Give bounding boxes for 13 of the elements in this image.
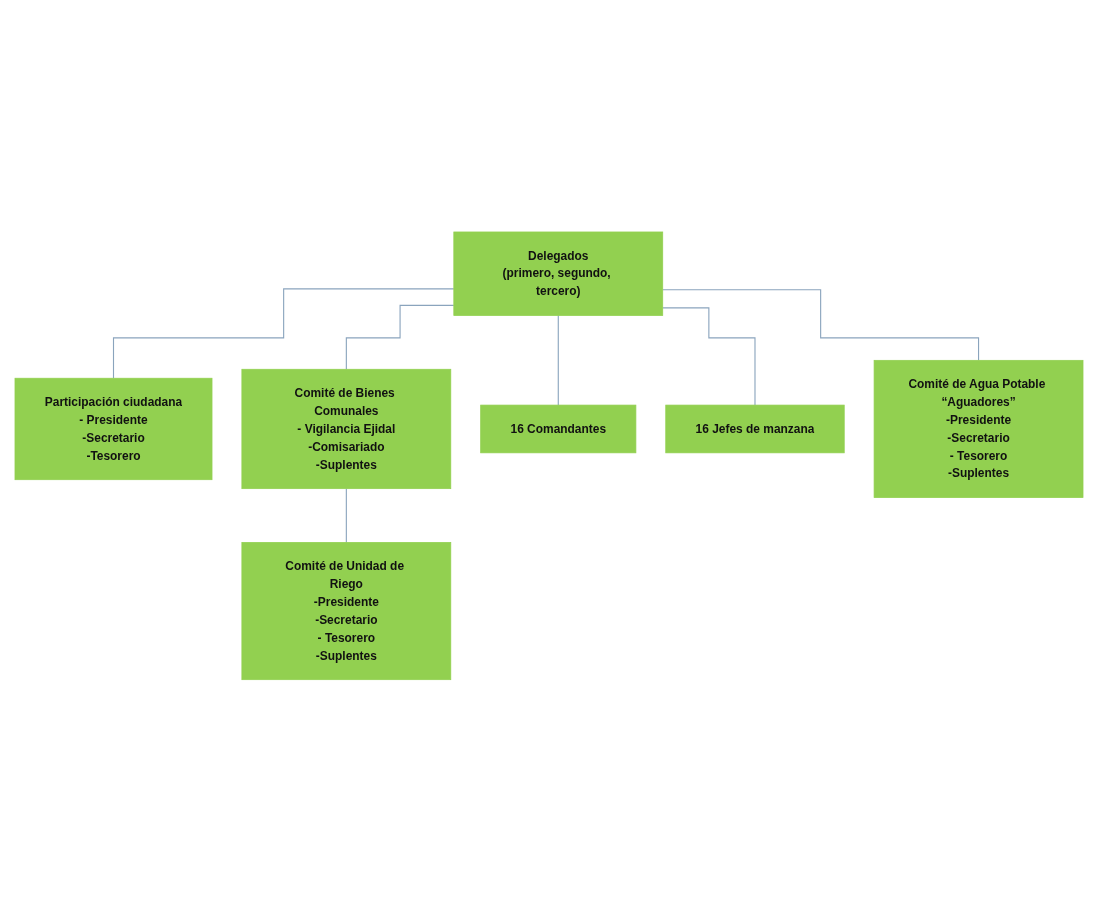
node-box: Delegados (primero, segundo, tercero) bbox=[452, 231, 663, 316]
connector bbox=[112, 287, 454, 379]
node-box: Comité de Bienes Comunales - Vigilancia Ejidal -Comisariado -Suplentes bbox=[241, 368, 451, 489]
node-box: Comité de Unidad de Riego -Presidente -Secretario - Tesorero -Suplentes bbox=[241, 541, 451, 680]
connector bbox=[661, 306, 756, 406]
connector bbox=[661, 288, 979, 361]
node-box: 16 Comandantes bbox=[479, 404, 636, 453]
node-box: Comité de Agua Potable “Aguadores” -Presidente -Secretario - Tesorero -Suplentes bbox=[873, 359, 1083, 498]
node-box: Participación ciudadana - Presidente -Secretario -Tesorero bbox=[14, 377, 212, 480]
connector bbox=[345, 487, 347, 543]
connector bbox=[557, 314, 559, 406]
node-box: 16 Jefes de manzana bbox=[664, 404, 845, 453]
connector bbox=[345, 304, 454, 370]
